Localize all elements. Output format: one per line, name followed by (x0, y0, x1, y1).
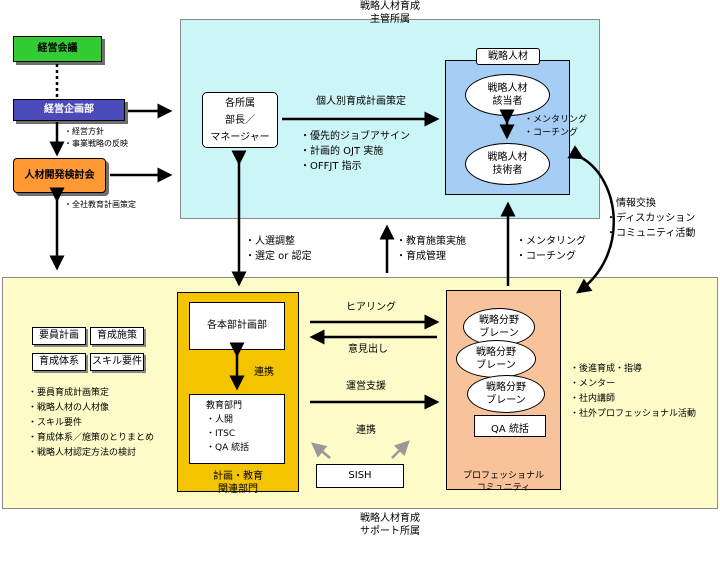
keiei-kaigi-box: 経営会議 (13, 36, 102, 62)
gaitousha-oval: 戦略人材該当者 (465, 74, 550, 116)
info-bullets: 情報交換ディスカッションコミュニティ活動 (606, 196, 695, 241)
gijutsusha-oval: 戦略人材技術者 (465, 143, 550, 185)
brain-oval-2: 戦略分野ブレーン (456, 340, 536, 378)
community-label: プロフェッショナルコミュニティ (462, 471, 544, 493)
doc-skill: スキル要件 (90, 353, 144, 371)
right-bullets: 後進育成・指導メンター社内講師社外プロフェッショナル活動 (570, 362, 696, 422)
mentor-bullets-top: メンタリングコーチング (524, 114, 587, 140)
jinzai-kaihatsu-box: 人材開発検討会 (13, 158, 106, 193)
plan-label: 個人別育成計画策定 (316, 96, 406, 107)
sish-box: SISH (316, 464, 404, 488)
kyoiku-shisaku-label: 教育施策実施育成管理 (396, 234, 466, 264)
doc-youin: 要員計画 (32, 327, 86, 345)
left-bullets: 要員育成計画策定戦略人材の人材像スキル要件 育成体系／施策のとりまとめ戦略人材認… (28, 386, 154, 461)
qa-box: QA 統括 (474, 415, 546, 437)
kyoiku-bumon-box: 教育部門 ・人開 ・ITSC ・QA 統括 (189, 394, 285, 464)
keiei-kikakubu-box: 経営企画部 (13, 99, 125, 121)
top-region-title: 戦略人材育成主管所属 (360, 1, 420, 25)
kikakubu-notes: ・経営方針 ・事業戦略の反映 (64, 127, 128, 148)
zensha-note: ・全社教育計画策定 (64, 200, 136, 209)
renkei2-label: 連携 (356, 425, 376, 436)
brain-oval-3: 戦略分野ブレーン (467, 375, 545, 413)
kakuhonbu-box: 各本部計画部 (189, 302, 285, 350)
plan-bullets: 優先的ジョブアサイン計画的 OJT 実施OFFJT 指示 (300, 129, 410, 174)
jinsen-label: 人選調整選定 or 認定 (245, 234, 312, 264)
renkei-label: 連携 (254, 367, 274, 378)
manager-box: 各所属部長／マネージャー (202, 92, 278, 148)
doc-ikusei-shisaku: 育成施策 (90, 327, 144, 345)
hearing-label: ヒアリング (346, 302, 396, 313)
mentor-mid-label: メンタリングコーチング (516, 234, 586, 264)
planning-group-label: 計画・教育関連部門 (213, 471, 263, 495)
senryaku-group-title: 戦略人材 (476, 48, 540, 65)
doc-ikusei-taikei: 育成体系 (32, 353, 86, 371)
bottom-region-title: 戦略人材育成サポート所属 (360, 513, 420, 537)
unei-label: 運営支援 (346, 381, 386, 392)
iken-label: 意見出し (348, 344, 388, 355)
